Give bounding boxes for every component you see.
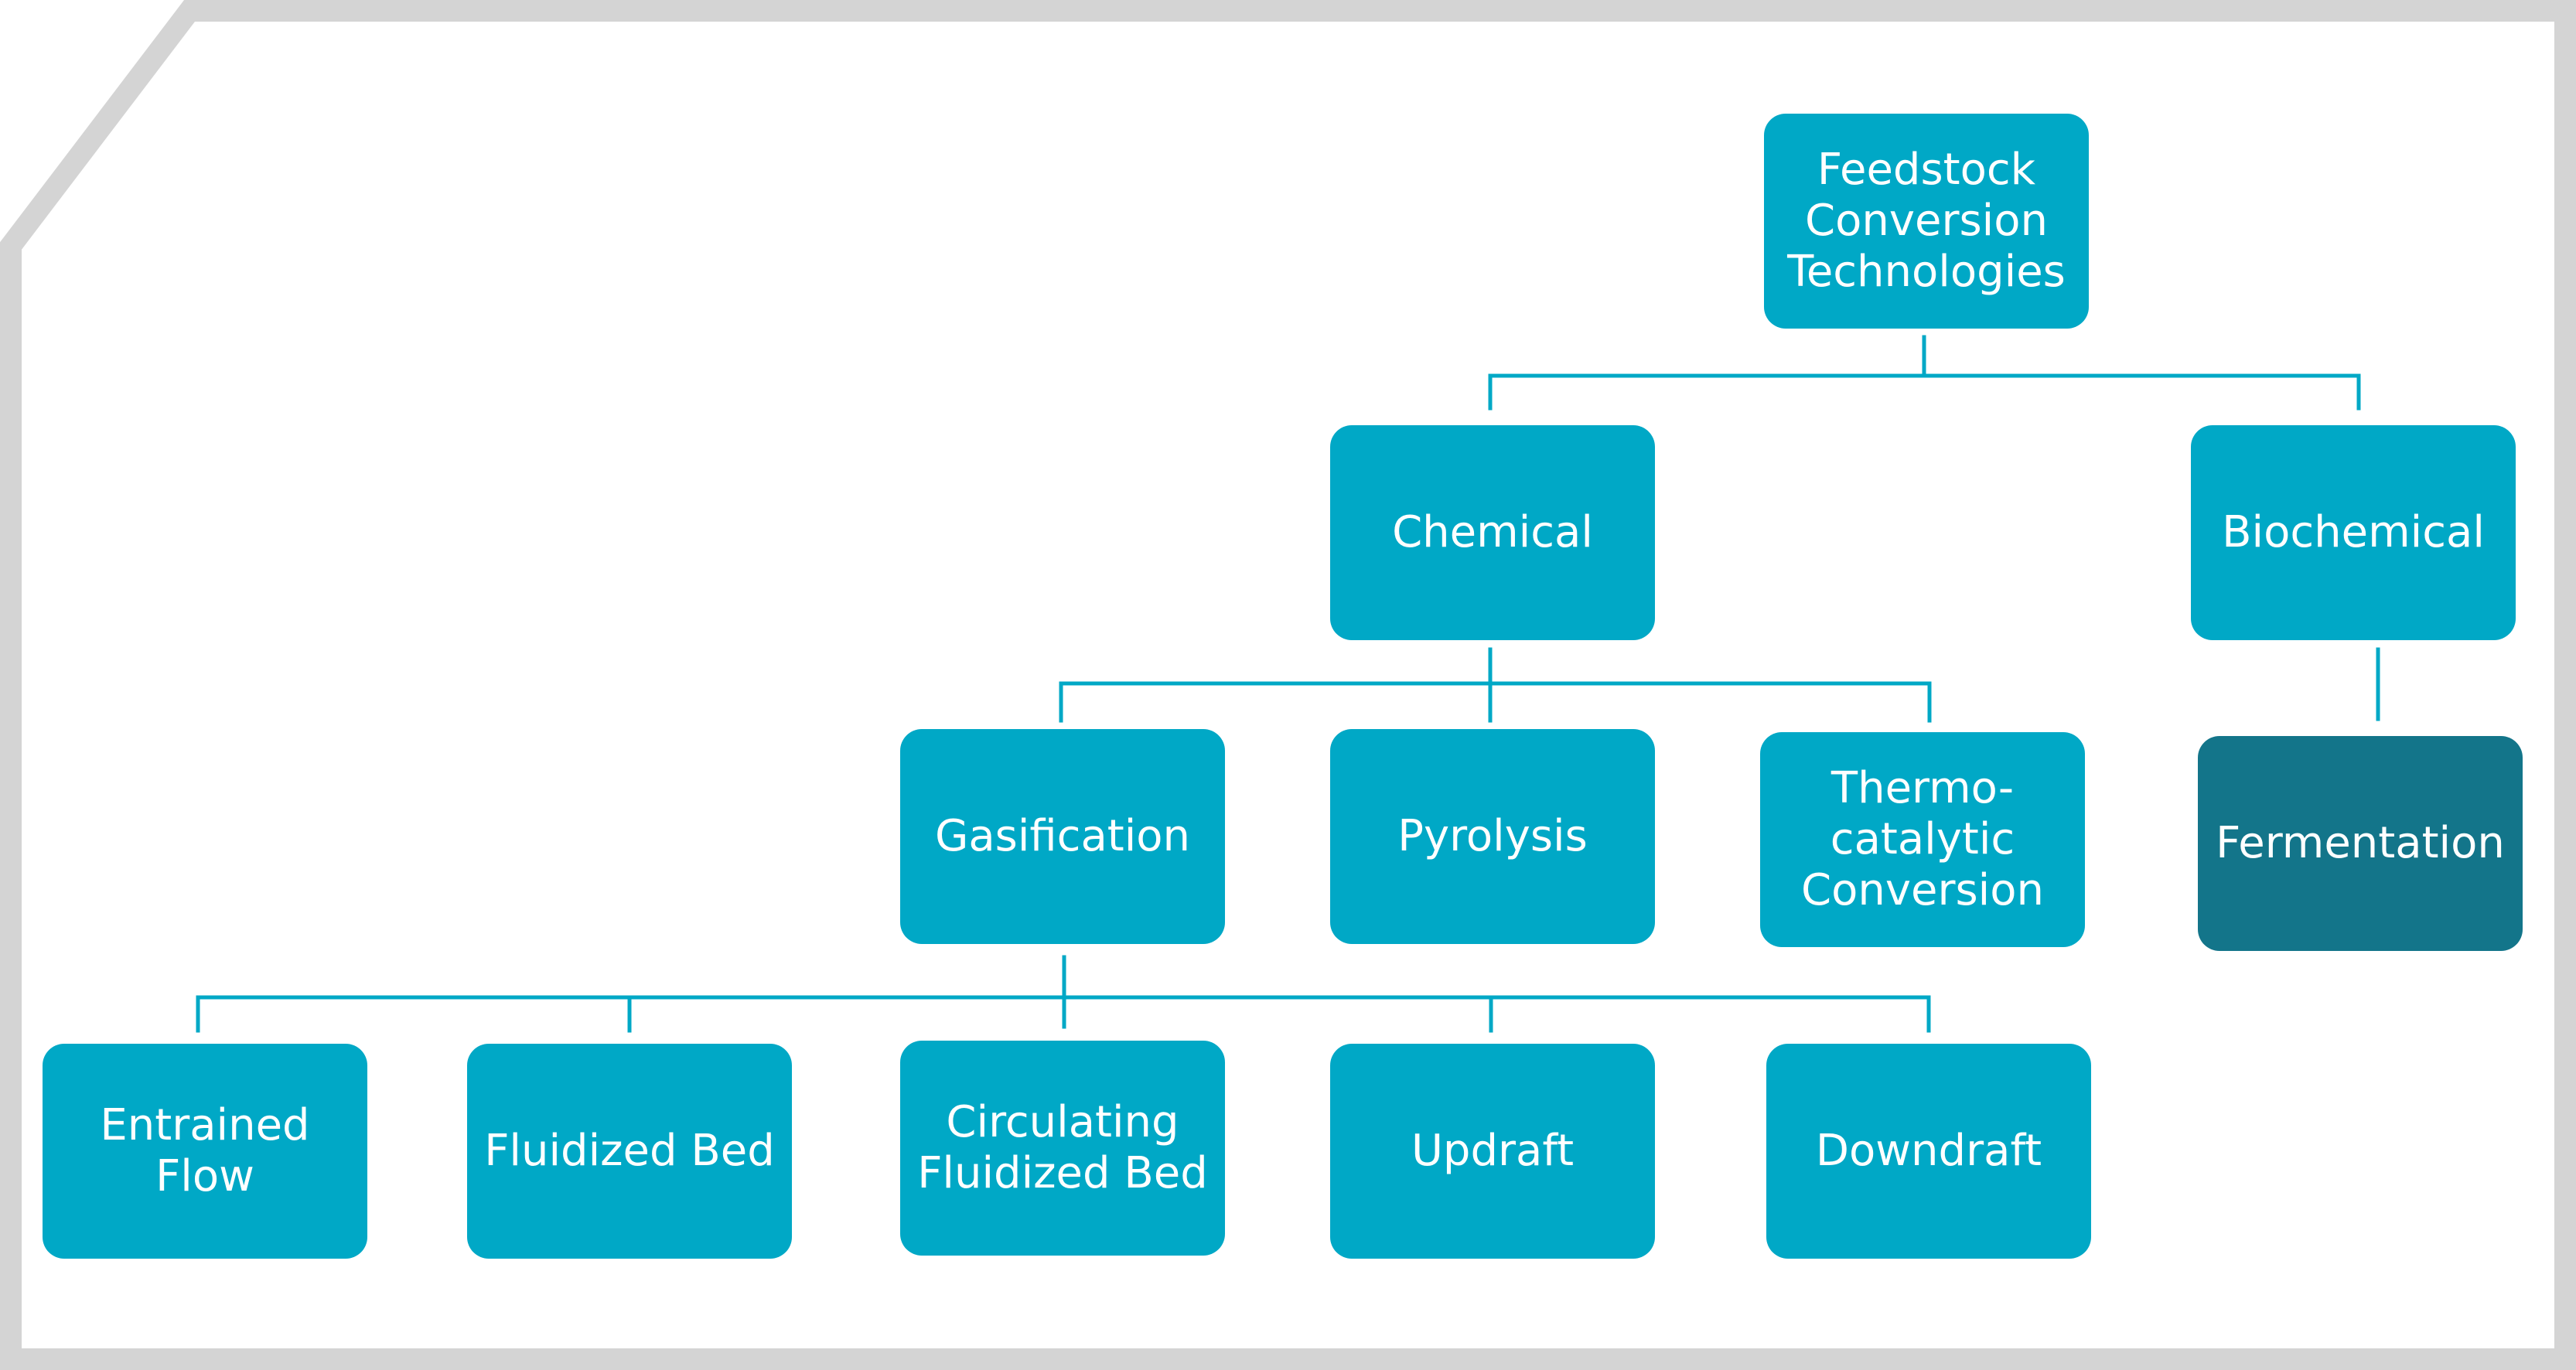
node-fluidized-bed: Fluidized Bed [467,1044,792,1259]
node-circulating-fluidized-bed: Circulating Fluidized Bed [900,1041,1225,1256]
node-pyrolysis: Pyrolysis [1330,729,1655,944]
node-updraft: Updraft [1330,1044,1655,1259]
node-biochemical: Biochemical [2191,425,2516,640]
node-thermocatalytic-conversion: Thermo- catalytic Conversion [1760,732,2085,947]
connectors [196,335,2380,1033]
node-fermentation: Fermentation [2198,736,2523,951]
node-feedstock-conversion-technologies: Feedstock Conversion Technologies [1764,114,2089,329]
node-downdraft: Downdraft [1766,1044,2091,1259]
node-entrained-flow: Entrained Flow [43,1044,367,1259]
node-gasification: Gasification [900,729,1225,944]
node-chemical: Chemical [1330,425,1655,640]
